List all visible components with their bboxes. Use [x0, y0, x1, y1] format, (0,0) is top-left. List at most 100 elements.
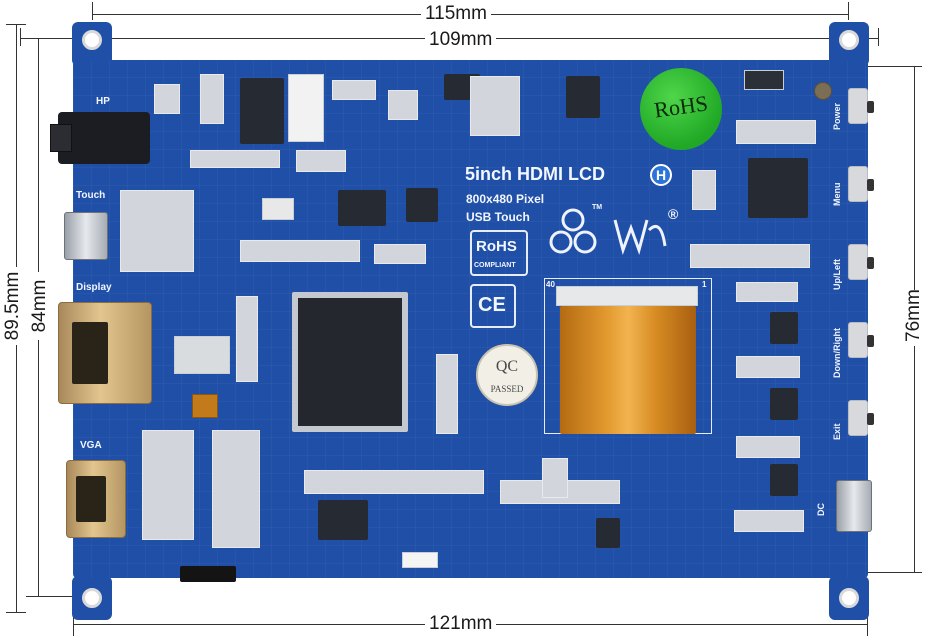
- qc-passed: PASSED: [490, 384, 524, 394]
- board-title: 5inch HDMI LCD: [465, 164, 606, 184]
- dim-right: 76mm: [903, 289, 924, 346]
- rohs-compliant-sub: COMPLIANT: [474, 262, 516, 269]
- fpc-pin-1: 1: [702, 280, 707, 289]
- dim-top-inner: 109mm: [425, 30, 497, 50]
- label-dc: DC: [816, 503, 826, 516]
- mount-hole: [839, 588, 859, 608]
- label-power: Power: [832, 102, 842, 130]
- fpc-connector: [556, 286, 698, 306]
- rohs-compliant-box: RoHS COMPLIANT: [470, 230, 528, 276]
- bottom-connector: [180, 566, 236, 582]
- smd-part: [236, 296, 258, 382]
- touch-usb-port: [64, 212, 108, 260]
- fpc-pin-40: 40: [546, 280, 555, 289]
- dim-tick: [867, 612, 868, 636]
- dc-usb-port: [836, 480, 872, 532]
- qc-text: QC: [495, 358, 519, 375]
- ce-box: CE: [470, 284, 516, 328]
- rohs-compliant-title: RoHS: [476, 238, 517, 255]
- badge-h: H: [650, 164, 672, 186]
- smd-part: [190, 150, 280, 168]
- chip-u4: [338, 190, 386, 226]
- chip-u5: [406, 188, 438, 222]
- label-hp: HP: [96, 96, 110, 107]
- rohs-sticker-text: RoHS: [652, 90, 710, 123]
- dim-left-inner: 84mm: [29, 272, 50, 340]
- dim-left-outer: 89.5mm: [2, 267, 23, 345]
- exit-button[interactable]: [848, 400, 874, 436]
- audio-jack-barrel: [50, 124, 72, 152]
- board-resolution: 800x480 Pixel: [466, 192, 545, 206]
- component-top-right: [744, 70, 784, 90]
- down-right-button[interactable]: [848, 322, 874, 358]
- smd-part: [734, 510, 804, 532]
- smd-part: [142, 430, 194, 540]
- label-up-left: Up/Left: [832, 259, 842, 290]
- smd-part: [304, 470, 484, 494]
- fpc-ribbon-cable: [560, 306, 696, 434]
- smd-part: [200, 74, 224, 124]
- smd-part: [736, 356, 800, 378]
- dim-tick: [866, 66, 922, 67]
- smd-part: [736, 282, 798, 302]
- dim-tick: [20, 28, 21, 46]
- crystal: [262, 198, 294, 220]
- smd-part: [388, 90, 418, 120]
- waveshare-logo: [545, 200, 685, 270]
- small-connector: [174, 336, 230, 374]
- mount-hole: [82, 588, 102, 608]
- chip-u1: [240, 78, 284, 144]
- capacitor: [192, 394, 218, 418]
- dim-top-outer: 115mm: [421, 4, 491, 24]
- smd-part: [690, 244, 810, 268]
- smd-part: [212, 430, 260, 548]
- smd-part: [332, 80, 376, 100]
- smd-part: [436, 354, 458, 434]
- smd-part: [296, 150, 346, 172]
- label-touch: Touch: [76, 190, 106, 201]
- label-display: Display: [76, 282, 112, 293]
- chip-inductor: [770, 388, 798, 420]
- hdmi-port-opening: [72, 322, 108, 384]
- rohs-sticker: RoHS: [640, 68, 722, 150]
- smd-part: [470, 76, 520, 136]
- power-button[interactable]: [848, 88, 874, 124]
- dim-bottom: 121mm: [425, 614, 497, 634]
- dim-tick: [26, 596, 74, 597]
- mount-hole: [82, 30, 102, 50]
- ce-mark: CE: [478, 294, 506, 316]
- chip-u6: [318, 500, 368, 540]
- dim-tick: [848, 2, 849, 20]
- main-processor: [292, 292, 408, 432]
- smd-part: [120, 190, 194, 272]
- smd-part: [736, 120, 816, 144]
- smd-part: [736, 436, 800, 458]
- vga-port-opening: [76, 476, 106, 522]
- smd-part: [692, 170, 716, 210]
- chip-mcu: [748, 158, 808, 218]
- dim-tick: [866, 572, 922, 573]
- registered-mark: ®: [668, 206, 679, 222]
- pad-bottom: [402, 552, 438, 568]
- led: [814, 82, 832, 100]
- chip-u3: [566, 76, 600, 118]
- smd-part: [374, 244, 426, 264]
- dim-tick: [6, 612, 26, 613]
- label-exit: Exit: [832, 423, 842, 440]
- chip-inductor: [770, 312, 798, 344]
- smd-part: [154, 84, 180, 114]
- qc-sticker: QC PASSED: [476, 344, 538, 406]
- smd-part: [542, 458, 568, 498]
- mount-hole: [839, 30, 859, 50]
- chip-u7: [596, 518, 620, 548]
- tm-mark: TM: [592, 204, 603, 211]
- smd-part: [240, 240, 360, 262]
- label-menu: Menu: [832, 182, 842, 207]
- dim-tick: [92, 2, 93, 20]
- up-left-button[interactable]: [848, 244, 874, 280]
- audio-jack: [58, 112, 150, 164]
- board-touch: USB Touch: [466, 210, 530, 224]
- dim-tick: [26, 38, 74, 39]
- menu-button[interactable]: [848, 166, 874, 202]
- chip-inductor: [770, 464, 798, 496]
